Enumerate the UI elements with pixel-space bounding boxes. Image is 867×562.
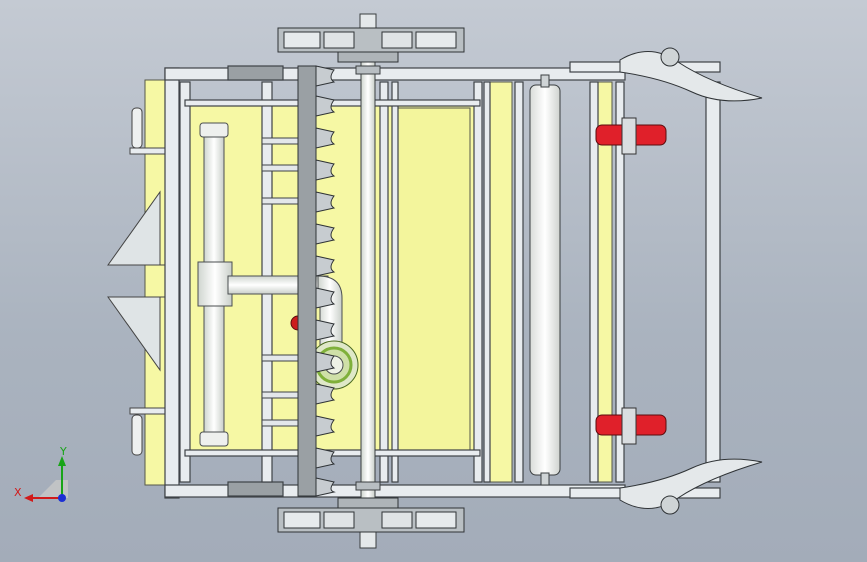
x-axis-label: X: [14, 486, 22, 499]
right-openers: [619, 47, 763, 515]
tie-bars: [261, 137, 308, 427]
water-pipe: [197, 122, 359, 447]
gauge-wheels: [595, 117, 667, 445]
y-axis-label: Y: [59, 445, 67, 458]
yellow-panels: [144, 79, 613, 486]
center-shaft: [355, 13, 381, 549]
top-rotor: [277, 27, 465, 63]
axis-triad: Y X: [14, 445, 68, 502]
bottom-rotor: [277, 497, 465, 533]
press-roller: [529, 74, 561, 486]
z-axis-dot: [58, 494, 66, 502]
serrated-blade-bar: [297, 65, 336, 497]
